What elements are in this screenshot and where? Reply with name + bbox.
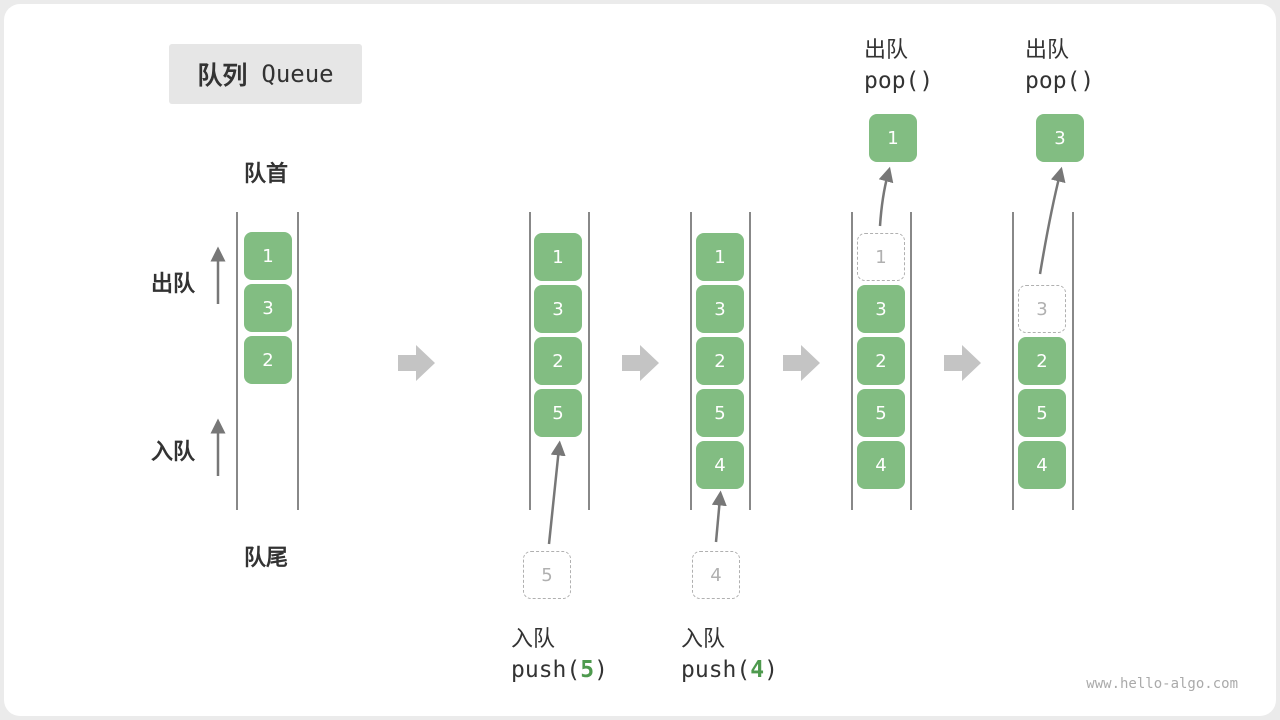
push-arg: 4	[750, 657, 765, 683]
queue-4-cell: 5	[1018, 389, 1066, 437]
arrows-layer	[210, 166, 1066, 545]
queue-3-right-wall	[910, 212, 912, 510]
queue-1-left-wall	[529, 212, 531, 510]
queue-4-op-call: pop()	[1025, 68, 1095, 94]
queue-3-popped-cell: 1	[869, 114, 917, 162]
dequeue-direction-label: 出队	[151, 272, 196, 297]
title-badge: 队列 Queue	[169, 44, 362, 104]
queue-2-op-label: 入队	[681, 627, 726, 652]
pop-1-arrow	[878, 166, 894, 227]
diagram-card: 队列 Queue 队首 队尾 出队 入队 1 3 2 1 3 2 5 5 入队 …	[4, 4, 1276, 716]
queue-3-cell: 3	[857, 285, 905, 333]
watermark: www.hello-algo.com	[1086, 676, 1238, 692]
push-5-arrow	[547, 440, 566, 545]
push-close: )	[594, 657, 608, 683]
queue-1-op-label: 入队	[511, 627, 556, 652]
enqueue-direction-label: 入队	[151, 440, 196, 465]
queue-3-cell: 4	[857, 441, 905, 489]
push-fn-text: push(	[681, 657, 751, 683]
step-arrows	[398, 345, 981, 381]
queue-3-left-wall	[851, 212, 853, 510]
queue-4-op-label: 出队	[1025, 38, 1070, 63]
queue-2-cell: 1	[696, 233, 744, 281]
step-arrow-4	[944, 345, 981, 381]
queue-2-op-call: push(4)	[681, 657, 778, 683]
queue-3-op-label: 出队	[864, 38, 909, 63]
push-close: )	[764, 657, 778, 683]
queue-4-cell: 2	[1018, 337, 1066, 385]
queue-2-cell: 4	[696, 441, 744, 489]
title-zh: 队列	[197, 61, 248, 90]
queue-0-left-wall	[236, 212, 238, 510]
queue-2-right-wall	[749, 212, 751, 510]
queue-2-cell: 3	[696, 285, 744, 333]
push-arg: 5	[580, 657, 595, 683]
queue-3-cell: 2	[857, 337, 905, 385]
queue-4-removed-cell: 3	[1018, 285, 1066, 333]
step-arrow-3	[783, 345, 820, 381]
queue-0-cell: 3	[244, 284, 292, 332]
queue-2-cell: 5	[696, 389, 744, 437]
queue-1-cell: 1	[534, 233, 582, 281]
queue-1-op-call: push(5)	[511, 657, 608, 683]
queue-0-cell: 1	[244, 232, 292, 280]
step-arrow-1	[398, 345, 435, 381]
queue-4-right-wall	[1072, 212, 1074, 510]
queue-4-popped-cell: 3	[1036, 114, 1084, 162]
title-en: Queue	[261, 60, 334, 88]
queue-1-cell: 3	[534, 285, 582, 333]
queue-3-cell: 5	[857, 389, 905, 437]
queue-tail-label: 队尾	[244, 546, 289, 571]
queue-2-incoming-cell: 4	[692, 551, 740, 599]
push-4-arrow	[711, 490, 727, 543]
queue-1-right-wall	[588, 212, 590, 510]
queue-4-left-wall	[1012, 212, 1014, 510]
queue-1-cell: 5	[534, 389, 582, 437]
pop-3-arrow	[1038, 166, 1066, 275]
queue-1-cell: 2	[534, 337, 582, 385]
queue-4-cell: 4	[1018, 441, 1066, 489]
queue-2-cell: 2	[696, 337, 744, 385]
queue-0-cell: 2	[244, 336, 292, 384]
queue-1-incoming-cell: 5	[523, 551, 571, 599]
queue-0-right-wall	[297, 212, 299, 510]
queue-3-op-call: pop()	[864, 68, 934, 94]
queue-3-removed-cell: 1	[857, 233, 905, 281]
queue-head-label: 队首	[244, 162, 289, 187]
step-arrow-2	[622, 345, 659, 381]
push-fn-text: push(	[511, 657, 581, 683]
queue-2-left-wall	[690, 212, 692, 510]
